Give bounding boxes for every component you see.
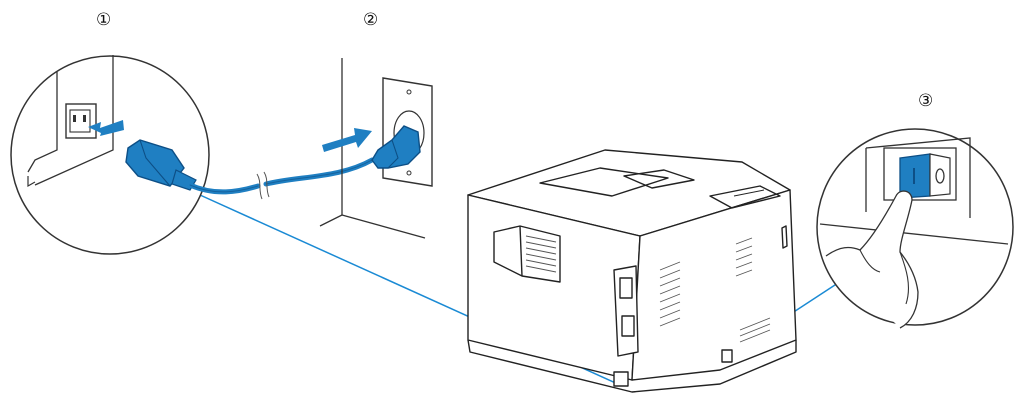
printer-icon [467,149,797,393]
arrow-icon [88,120,124,136]
step-1-label: ① [96,10,112,30]
wall-plug-icon [371,125,421,169]
power-switch-icon [883,147,957,201]
inlet-zoom-circle [10,55,210,255]
step-3-label: ③ [918,91,934,111]
switch-zoom-circle [816,128,1014,329]
printer-vents [525,235,771,343]
arrow-icon [322,128,372,152]
hand-icon [825,190,919,329]
power-inlet-icon [65,103,97,139]
step-2-label: ② [363,10,379,30]
power-cord [187,157,375,195]
